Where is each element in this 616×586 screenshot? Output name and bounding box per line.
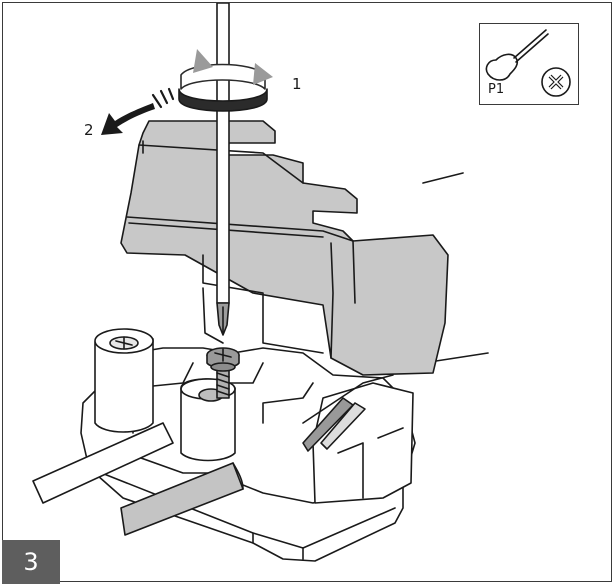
- phillips-cross-icon: [541, 67, 571, 97]
- left-cable: [32, 422, 174, 504]
- lift-arrow-icon: [101, 87, 175, 135]
- lifted-cover: [120, 120, 449, 376]
- callout-rotate: 1: [292, 75, 302, 93]
- rotation-arrow-icon: [193, 49, 213, 73]
- tool-label: P1: [488, 82, 505, 97]
- rotation-band: [178, 49, 273, 112]
- step-number-badge: 3: [2, 540, 60, 584]
- terminal-screw: [206, 347, 240, 399]
- screwdriver: [216, 3, 230, 336]
- inner-wire-b: [320, 402, 366, 450]
- assembly-illustration: [32, 3, 489, 562]
- screwdriver-icon: [485, 29, 571, 97]
- tool-requirement-box: P1: [479, 23, 579, 105]
- callout-lift: 2: [84, 121, 94, 139]
